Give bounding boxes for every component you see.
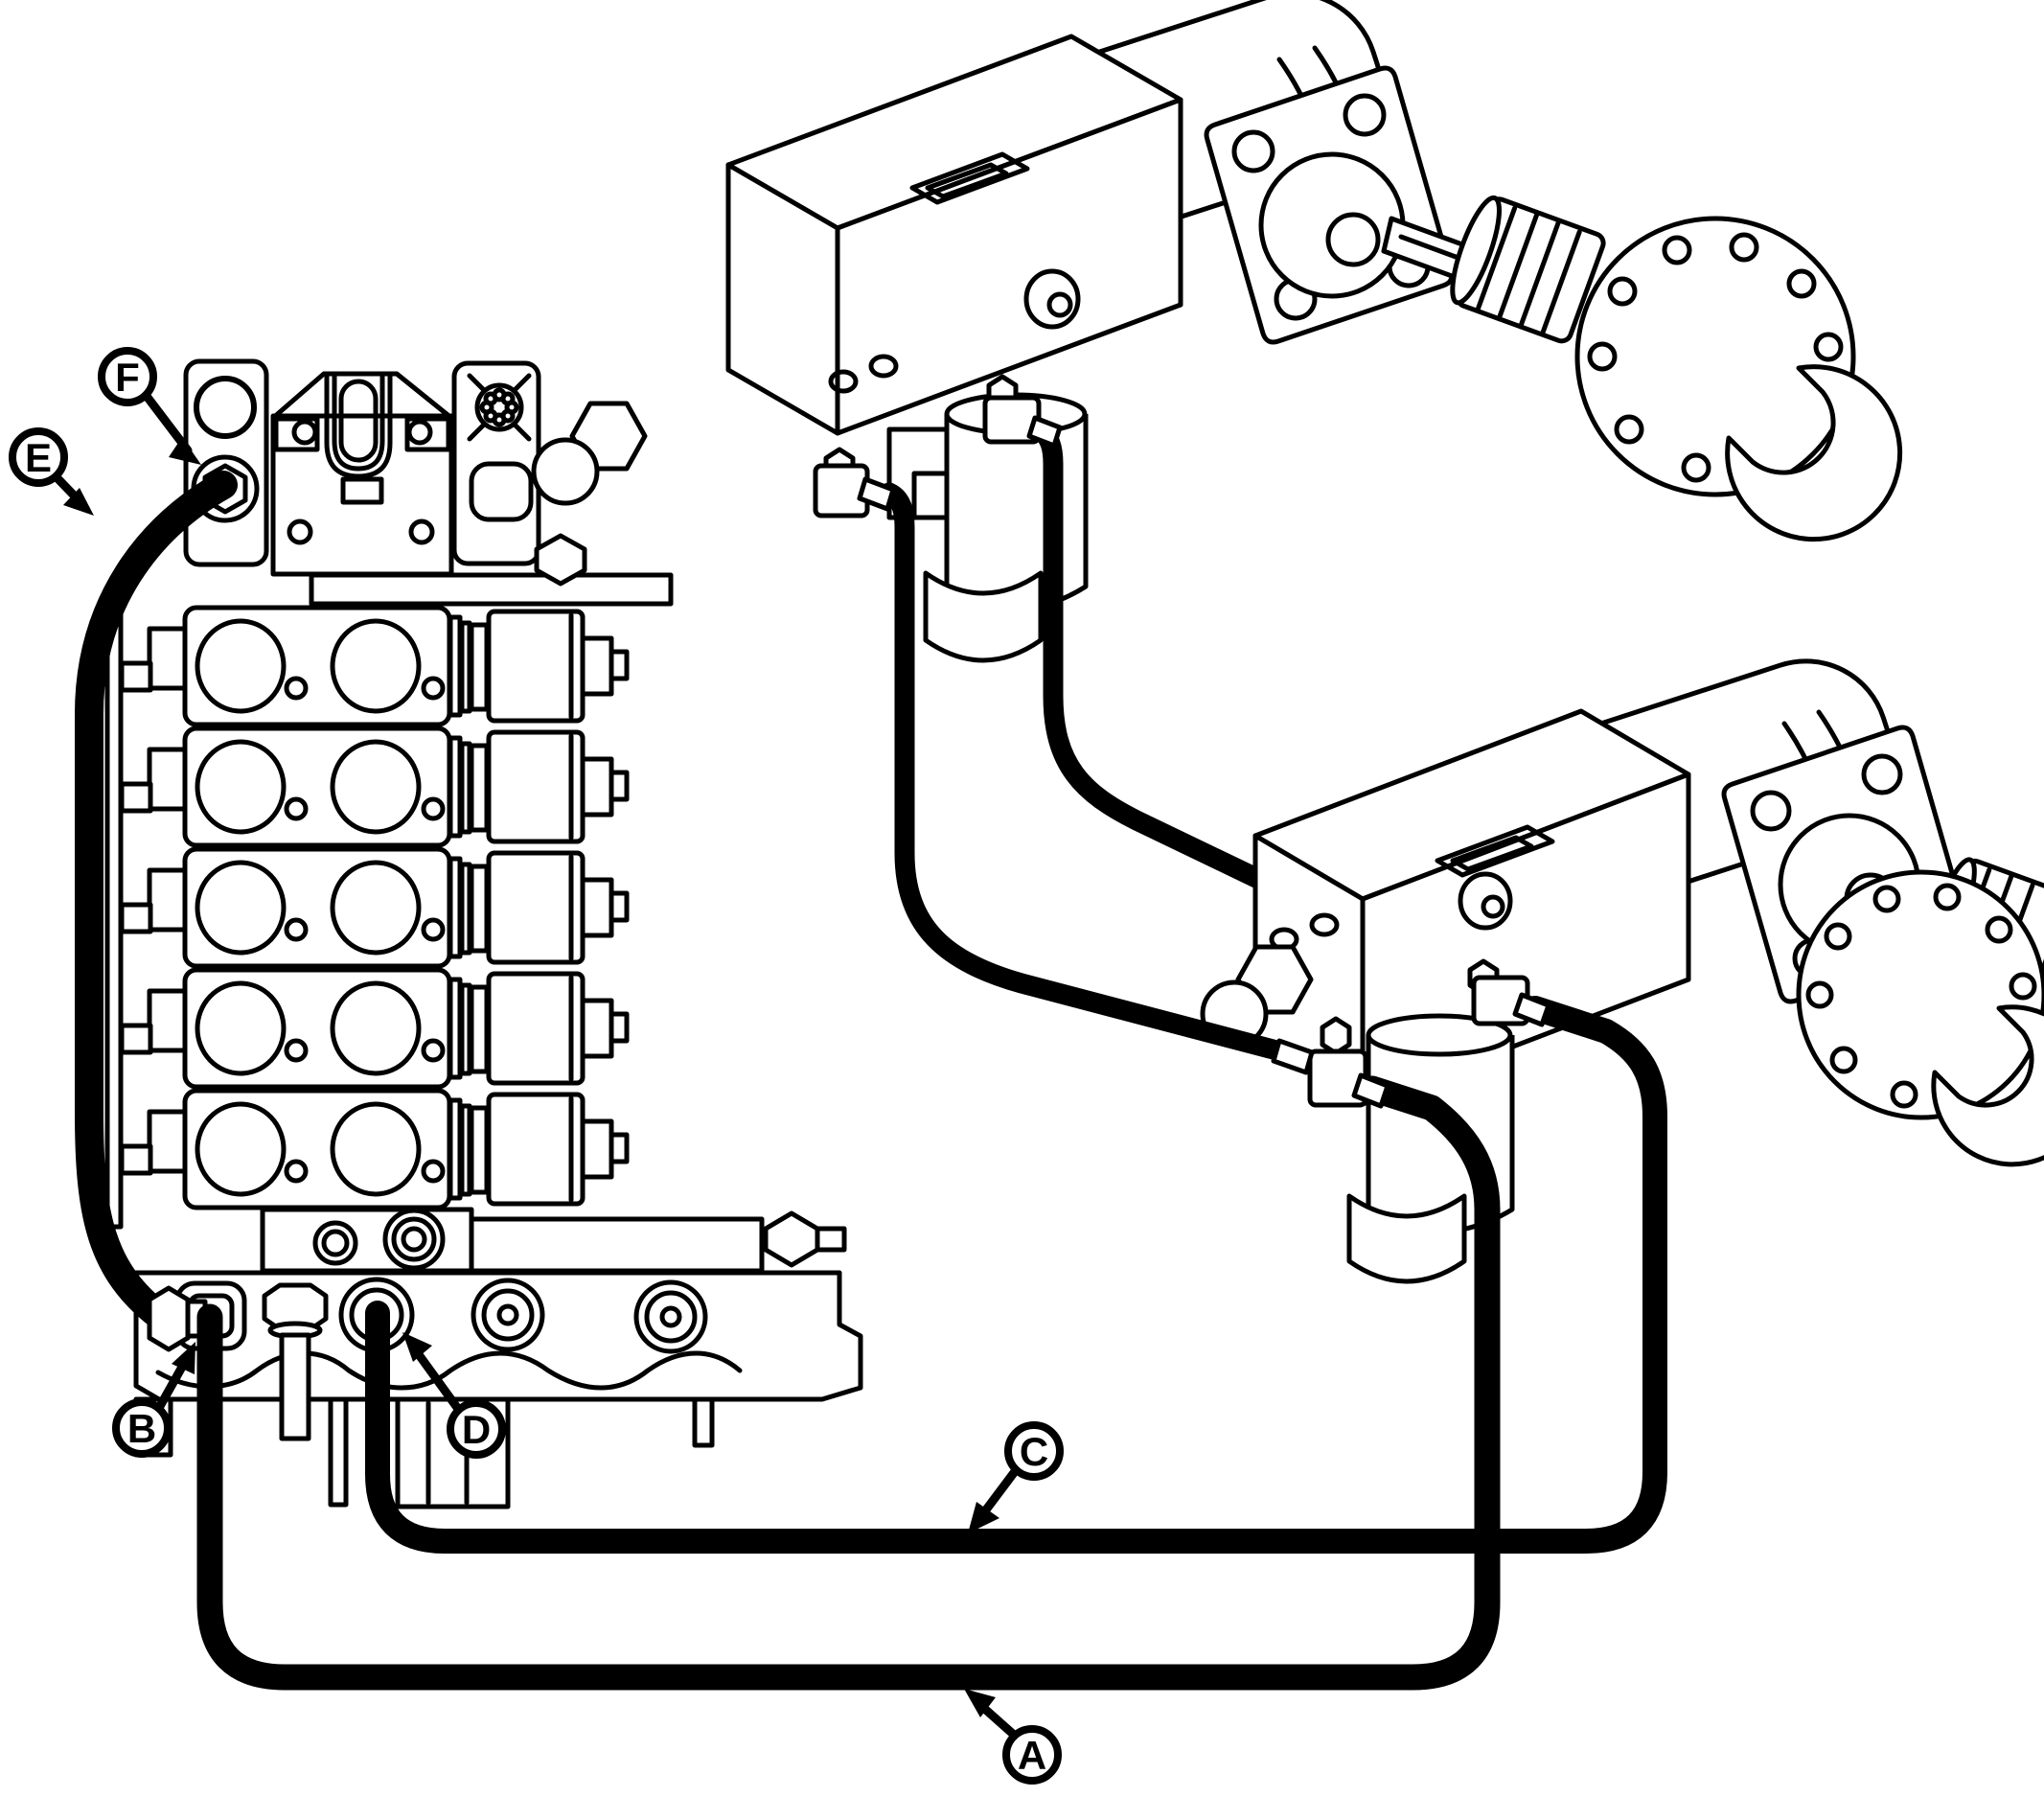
- yoke-bolt-hole: [287, 518, 313, 545]
- manifold-hex-plug: [262, 1282, 329, 1332]
- callout-circle-e: [9, 427, 68, 487]
- pump2-fittings: [1271, 958, 1551, 1109]
- outlet-stud: [815, 1226, 847, 1253]
- pump2-tee-hex: [1320, 1016, 1352, 1056]
- hose-a: [196, 1075, 1501, 1691]
- callout-b: B: [112, 1342, 195, 1458]
- u-slot-outer: [324, 372, 393, 479]
- pump1-end-flange: [1574, 216, 1903, 542]
- valve-section: [119, 846, 630, 969]
- pump2-tee-ferrule-left: [1271, 1038, 1315, 1075]
- pump2-end-flange: [1796, 869, 2044, 1167]
- pump1-coupling: [1450, 195, 1606, 344]
- pump-motor-2: [1200, 658, 2044, 1284]
- callout-letter-f: F: [115, 355, 140, 400]
- valve-sections: [119, 605, 630, 1210]
- arrowhead: [169, 437, 201, 465]
- outlet-side-plate: [469, 1216, 765, 1274]
- pump1-left-ferrule: [857, 476, 896, 512]
- hose-e-hex-nut: [147, 1285, 191, 1352]
- arrowhead: [964, 1689, 996, 1717]
- outlet-hex-fitting: [763, 1210, 820, 1268]
- yoke-tab: [340, 476, 384, 505]
- pump1-valve-block: [531, 34, 1183, 506]
- callout-f: F: [98, 347, 201, 465]
- callout-circle-f: [98, 347, 157, 406]
- hose-pump1-to-pump2-left: [879, 482, 1295, 1063]
- hose-e: [75, 471, 238, 1331]
- bracket-oval-hole: [469, 461, 534, 522]
- bottom-manifold: [133, 1270, 863, 1509]
- outlet-cover-block: [260, 1207, 847, 1274]
- callout-letter-a: A: [1018, 1733, 1046, 1778]
- callout-circle-d: [447, 1399, 506, 1459]
- callout-a: A: [964, 1689, 1062, 1785]
- valve-section: [119, 726, 630, 848]
- callout-e: E: [9, 427, 94, 516]
- pump2-tee-ferrule-right: [1351, 1072, 1390, 1109]
- top-mounting-bracket: [183, 358, 674, 607]
- valve-section: [119, 967, 630, 1090]
- pump1-fittings: [813, 374, 1063, 518]
- arrowhead: [172, 1342, 195, 1374]
- manifold-contour: [155, 1350, 743, 1391]
- arrowhead: [968, 1502, 999, 1533]
- spider-cross: [467, 373, 532, 442]
- adapter-hex-bolt: [534, 533, 587, 587]
- callout-letter-e: E: [25, 435, 52, 480]
- valve-section: [119, 1088, 630, 1210]
- yoke-bolt-hole: [291, 419, 318, 446]
- callout-c: C: [968, 1421, 1064, 1533]
- callout-letter-c: C: [1020, 1429, 1048, 1474]
- yoke-bolt-hole: [406, 419, 433, 446]
- u-slot-inner: [332, 372, 385, 472]
- yoke-bolt-hole: [408, 518, 435, 545]
- manifold-plug-stud: [279, 1332, 311, 1441]
- pump2-elbow-ferrule: [1512, 992, 1551, 1027]
- callout-letter-b: B: [127, 1406, 156, 1451]
- manifold-drop-rod: [328, 1396, 349, 1508]
- pump1-right-ferrule: [1026, 415, 1063, 449]
- bracket-hole: [194, 376, 257, 439]
- callout-circle-b: [112, 1398, 172, 1458]
- valve-section: [119, 605, 630, 727]
- callout-d: D: [402, 1332, 506, 1459]
- u-slot-bore: [338, 379, 379, 463]
- valve-left-rail: [104, 611, 124, 1230]
- callout-circle-a: [1002, 1725, 1062, 1785]
- callout-circle-c: [1004, 1421, 1064, 1481]
- callout-letter-d: D: [462, 1407, 491, 1452]
- control-valve-assembly: [104, 358, 863, 1509]
- adapter-plate: [309, 572, 674, 607]
- arrowhead: [63, 488, 94, 516]
- manifold-stud: [692, 1396, 715, 1448]
- arrowhead: [402, 1332, 432, 1362]
- hose-c: [365, 996, 1667, 1554]
- pump-motor-1: [531, 0, 1903, 663]
